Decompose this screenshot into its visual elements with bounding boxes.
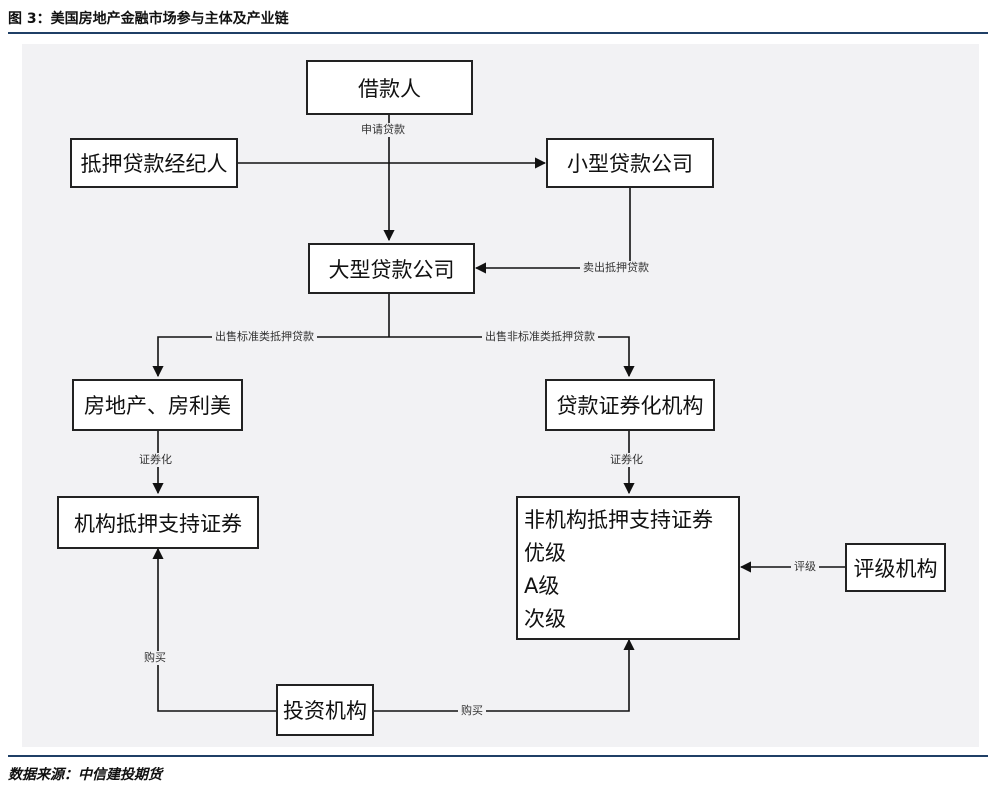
bottom-rule [8, 755, 988, 757]
top-rule [8, 32, 988, 34]
label-sell-mortgage: 卖出抵押贷款 [580, 261, 652, 275]
node-securitizer: 贷款证券化机构 [545, 379, 715, 431]
edge-buy-right [374, 638, 635, 712]
label-securitize-left: 证券化 [136, 453, 175, 467]
node-gse: 房地产、房利美 [72, 379, 243, 431]
node-non-agency-mbs: 非机构抵押支持证券 优级 A级 次级 [516, 496, 740, 640]
node-broker: 抵押贷款经纪人 [70, 138, 238, 188]
node-large-lender: 大型贷款公司 [308, 243, 475, 294]
node-borrower: 借款人 [306, 60, 473, 115]
label-buy-left: 购买 [141, 651, 169, 665]
figure-source: 数据来源：中信建投期货 [8, 767, 162, 783]
tranche-a: A级 [524, 574, 560, 598]
figure-title: 图 3：美国房地产金融市场参与主体及产业链 [8, 11, 289, 27]
node-rating-agency: 评级机构 [845, 543, 946, 592]
node-investor: 投资机构 [276, 684, 374, 736]
label-rating: 评级 [791, 560, 819, 574]
label-sell-nonstandard: 出售非标准类抵押贷款 [482, 330, 598, 344]
label-buy-right: 购买 [458, 704, 486, 718]
tranche-senior: 优级 [524, 541, 566, 565]
edge-sell-mortgage [474, 188, 631, 274]
node-agency-mbs: 机构抵押支持证券 [57, 496, 259, 549]
non-agency-mbs-title: 非机构抵押支持证券 [524, 508, 713, 532]
label-securitize-right: 证券化 [607, 453, 646, 467]
label-sell-standard: 出售标准类抵押贷款 [212, 330, 317, 344]
edge-sell-nonstandard [389, 336, 635, 378]
edge-buy-left [152, 547, 276, 712]
label-apply-loan: 申请贷款 [358, 123, 408, 137]
node-small-lender: 小型贷款公司 [546, 138, 714, 188]
tranche-subordinate: 次级 [524, 607, 566, 631]
